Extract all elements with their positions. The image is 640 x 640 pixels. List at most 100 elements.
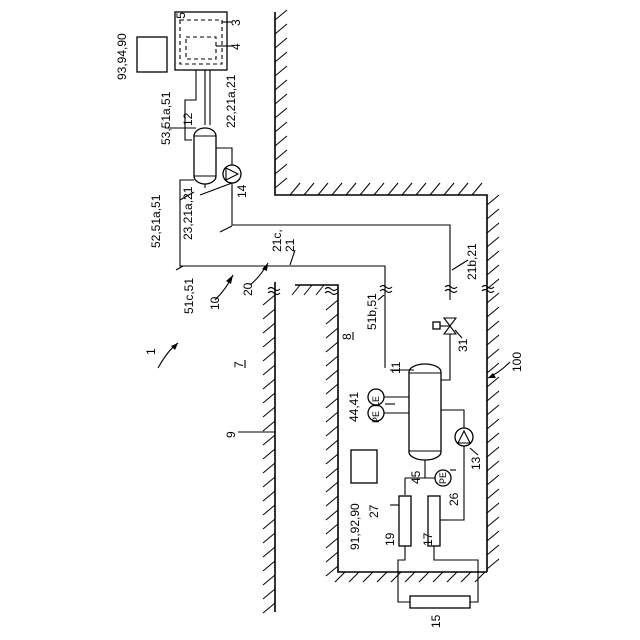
hatch-line <box>275 178 287 188</box>
hatch-line <box>263 365 275 375</box>
hatch-line <box>275 150 287 160</box>
label-21c: 21c, <box>270 229 284 252</box>
label-7: 7 <box>232 361 246 368</box>
hatch-line <box>316 285 324 295</box>
label-11: 11 <box>389 361 403 374</box>
hatch-line <box>318 183 328 195</box>
arrow-20-head <box>262 263 268 271</box>
hatch-line <box>263 575 275 585</box>
hatch-line <box>326 300 338 310</box>
label-tank12: 53,51a,51 <box>159 91 173 145</box>
hatch-line <box>487 223 499 233</box>
hatch-line <box>487 475 499 485</box>
hatch-line <box>326 454 338 464</box>
hatch-line <box>444 183 454 195</box>
hatch-line <box>326 384 338 394</box>
hatch-line <box>487 349 499 359</box>
hatch-line <box>487 209 499 219</box>
hatch-line <box>377 572 387 582</box>
hatch-line <box>487 265 499 275</box>
hatch-line <box>487 293 499 303</box>
control-box-93 <box>137 37 167 72</box>
hatch-line <box>326 440 338 450</box>
pipe-52-51c-51b <box>180 180 385 368</box>
label-1: 1 <box>144 348 158 355</box>
label-14: 14 <box>235 184 249 198</box>
hatch-line <box>275 10 287 20</box>
pipe-19-15 <box>398 546 410 602</box>
hatch-line <box>458 183 468 195</box>
break-mark-2 <box>268 292 280 295</box>
label-91: 91,92,90 <box>348 503 362 550</box>
hatch-line <box>326 552 338 562</box>
hatch-line <box>487 545 499 555</box>
break-mark-5 <box>380 286 392 289</box>
valve-31-top <box>444 318 456 326</box>
hatch-line <box>433 572 443 582</box>
wall-hatching <box>263 10 499 613</box>
label-ctrl: 93,94,90 <box>115 33 129 80</box>
hatch-line <box>326 566 338 576</box>
hatch-line <box>326 510 338 520</box>
hatch-line <box>335 572 345 582</box>
hatch-line <box>487 559 499 569</box>
label-31: 31 <box>456 338 470 352</box>
hatch-line <box>263 337 275 347</box>
inner-room-wall <box>295 285 487 572</box>
hatch-line <box>263 603 275 613</box>
structure-outline <box>275 12 487 612</box>
tank-11 <box>409 364 441 460</box>
hatch-line <box>461 572 471 582</box>
hatch-line <box>275 66 287 76</box>
hatch-line <box>326 482 338 492</box>
label-21b: 21b,21 <box>465 243 479 280</box>
hatch-line <box>447 572 457 582</box>
label-13: 13 <box>469 456 483 470</box>
hatch-line <box>275 52 287 62</box>
hatch-line <box>263 533 275 543</box>
hatch-line <box>263 547 275 557</box>
hatch-line <box>326 342 338 352</box>
hatch-line <box>263 407 275 417</box>
label-3: 3 <box>229 19 243 26</box>
hatch-line <box>487 307 499 317</box>
hatch-line <box>405 572 415 582</box>
hatch-line <box>326 412 338 422</box>
label-9: 9 <box>224 431 238 438</box>
label-5: 5 <box>174 12 188 19</box>
label-52: 52,51a,51 <box>149 194 163 248</box>
break-mark-7 <box>445 286 457 289</box>
label-15: 15 <box>429 614 443 628</box>
hatch-line <box>487 447 499 457</box>
pipe-to-pump-14 <box>216 148 232 165</box>
hatch-line <box>487 433 499 443</box>
label-19: 19 <box>383 532 397 546</box>
hatch-line <box>326 398 338 408</box>
label-45: 45 <box>409 470 423 484</box>
hatch-line <box>326 426 338 436</box>
hatch-line <box>487 251 499 261</box>
hatch-line <box>487 335 499 345</box>
break-mark-3 <box>325 288 337 291</box>
pipe-53 <box>185 70 196 140</box>
hatch-line <box>487 363 499 373</box>
hatch-line <box>263 519 275 529</box>
label-17: 17 <box>421 532 435 546</box>
unit-19 <box>399 496 411 546</box>
valve-31-actuator <box>433 322 440 329</box>
hatch-line <box>263 463 275 473</box>
label-51c: 51c,51 <box>182 278 196 314</box>
break-mark-6 <box>380 290 392 293</box>
hatch-line <box>275 136 287 146</box>
hatch-line <box>263 295 275 305</box>
pipe-21c-21b <box>232 183 450 300</box>
hatch-line <box>487 237 499 247</box>
hatch-line <box>263 491 275 501</box>
hatch-line <box>263 379 275 389</box>
hatch-line <box>263 449 275 459</box>
hatch-line <box>326 496 338 506</box>
hatch-line <box>263 561 275 571</box>
hatch-line <box>487 531 499 541</box>
hatch-line <box>487 195 499 205</box>
